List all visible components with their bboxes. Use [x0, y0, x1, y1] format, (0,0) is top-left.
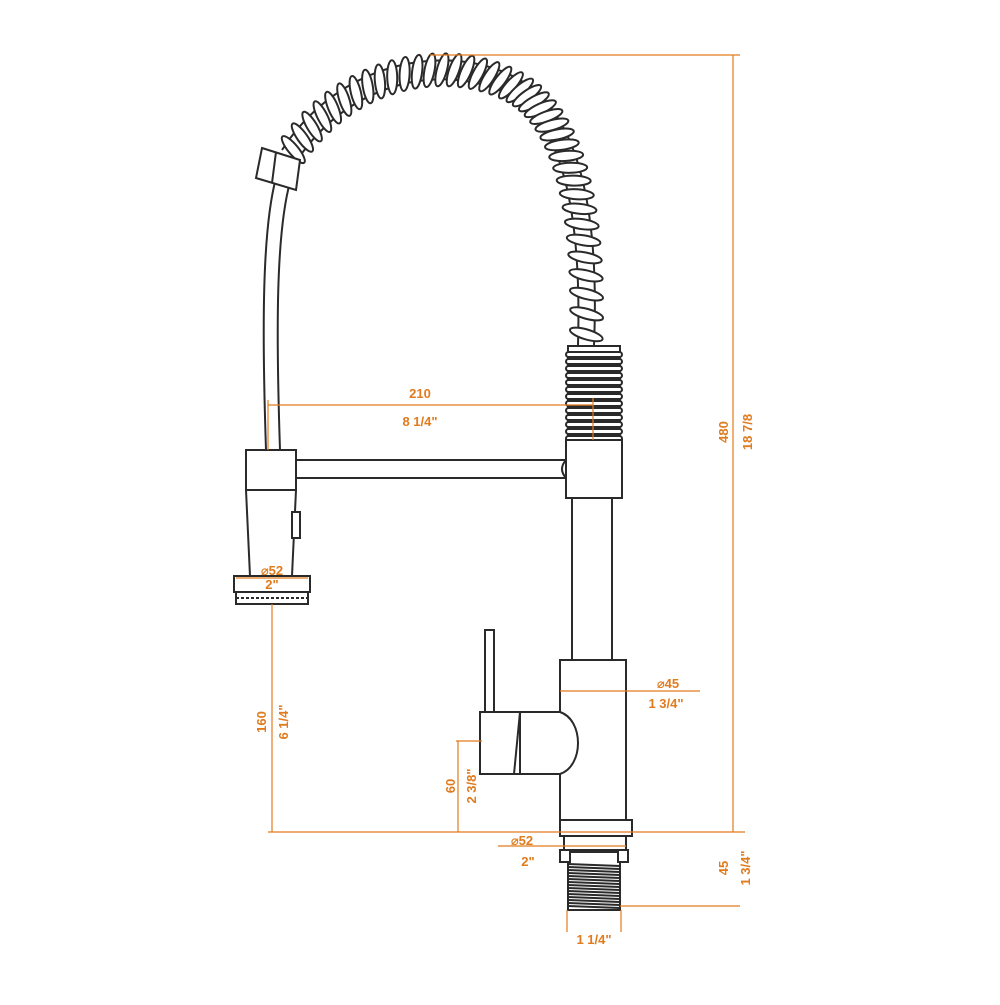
coil-loop — [548, 149, 585, 163]
reach-imperial: 8 1/4" — [402, 414, 437, 429]
base-diameter-imperial: 2" — [521, 854, 534, 869]
spray-head — [233, 449, 311, 605]
coil-winding — [565, 351, 623, 358]
height-imperial: 18 7/8 — [740, 414, 755, 450]
dimension-lines — [236, 54, 745, 932]
coil-loop — [568, 286, 605, 302]
coil-loop — [569, 306, 605, 322]
coil-loop — [336, 82, 353, 117]
coil-loop — [312, 100, 333, 133]
coil-loop — [561, 202, 598, 216]
coil-loop — [301, 110, 323, 143]
shank-thread — [567, 899, 621, 903]
spray-arm — [296, 459, 567, 479]
shank-thread — [567, 863, 621, 867]
shank-thread — [567, 878, 621, 882]
shank-thread — [567, 872, 621, 876]
coil-loop — [488, 65, 513, 96]
coil-loop — [324, 90, 343, 125]
spout-height-imperial: 6 1/4" — [276, 704, 291, 739]
coil-loop — [567, 250, 603, 265]
coil-winding — [565, 379, 623, 386]
coil-loop — [478, 61, 501, 93]
faucet-outline — [233, 52, 633, 911]
coil-winding — [565, 372, 623, 379]
shank-thread — [567, 884, 621, 888]
coil-loop — [445, 53, 463, 88]
coil-winding — [565, 407, 623, 414]
coil-winding — [565, 421, 623, 428]
base-diameter-metric: ⌀52 — [511, 833, 533, 848]
coil-loop — [348, 75, 364, 111]
shank-thread — [567, 875, 621, 879]
spring-coil — [280, 52, 605, 346]
coil-loop — [386, 59, 399, 96]
shank-diameter-imperial: 1 1/4" — [576, 932, 611, 947]
dimension-labels: 210 8 1/4" 480 18 7/8 ⌀52 2" 160 6 1/4" … — [254, 386, 755, 947]
coil-loop — [434, 52, 450, 88]
shank-thread — [567, 887, 621, 891]
shank-thread — [567, 905, 621, 909]
body-diameter-imperial: 1 3/4" — [648, 696, 683, 711]
coil-loop — [568, 326, 604, 343]
spout-height-metric: 160 — [254, 711, 269, 733]
coil-loop — [467, 57, 489, 90]
coil-loop — [290, 122, 315, 153]
lower-coil — [565, 345, 623, 442]
shank-thread — [567, 902, 621, 906]
handle-height-metric: 60 — [443, 779, 458, 793]
coil-loop — [552, 161, 589, 174]
coil-loop — [558, 188, 595, 201]
coil-winding — [565, 358, 623, 365]
coil-loop — [373, 63, 387, 100]
reach-metric: 210 — [409, 386, 431, 401]
coil-loop — [361, 68, 375, 105]
coil-loop — [544, 138, 580, 152]
coil-guide-cap — [254, 146, 302, 192]
shank-length-imperial: 1 3/4" — [738, 850, 753, 885]
shank-thread — [567, 890, 621, 894]
coil-winding — [565, 365, 623, 372]
threaded-shank — [559, 849, 629, 911]
spray-head-diameter-imperial: 2" — [265, 577, 278, 592]
coil-loop — [568, 268, 604, 283]
spray-hose — [262, 177, 277, 451]
body-diameter-metric: ⌀45 — [657, 676, 679, 691]
coil-loop — [563, 217, 600, 231]
coil-loop — [456, 54, 476, 89]
coil-winding — [565, 414, 623, 421]
height-metric: 480 — [716, 421, 731, 443]
spray-head-diameter-metric: ⌀52 — [261, 563, 283, 578]
coil-loop — [398, 56, 411, 92]
shank-thread — [567, 896, 621, 900]
shank-thread — [567, 893, 621, 897]
coil-winding — [565, 428, 623, 435]
coil-loop — [565, 233, 602, 247]
coil-winding — [565, 386, 623, 393]
coil-loop — [410, 53, 424, 90]
spout-tube — [571, 498, 613, 660]
lever-handle — [479, 629, 579, 775]
handle-height-imperial: 2 3/8" — [464, 768, 479, 803]
spout-collar — [565, 439, 623, 499]
coil-loop — [422, 52, 437, 89]
coil-winding — [565, 393, 623, 400]
coil-loop — [280, 135, 306, 165]
shank-length-metric: 45 — [716, 861, 731, 875]
shank-thread — [567, 881, 621, 885]
shank-thread — [567, 866, 621, 870]
shank-thread — [567, 869, 621, 873]
coil-loop — [555, 174, 592, 187]
